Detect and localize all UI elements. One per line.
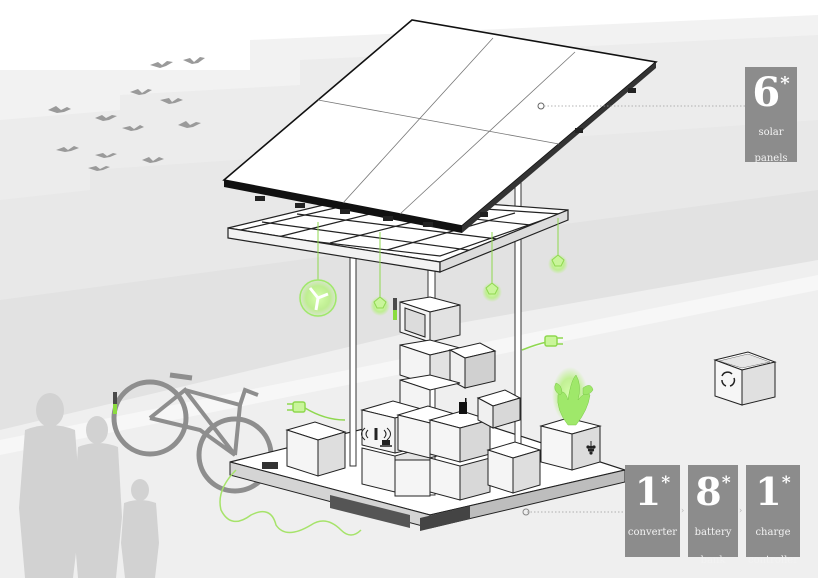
- light-bulb-icon: [548, 254, 568, 274]
- birds: [48, 57, 205, 171]
- bird-icon: [150, 61, 173, 68]
- counter-cubes: [285, 389, 542, 501]
- laptop-icon: [380, 440, 392, 447]
- recycle-icon: [721, 371, 736, 387]
- callout-label: converter: [627, 527, 678, 538]
- solar-roof: [222, 19, 658, 233]
- battery-level-icon: [113, 298, 397, 414]
- battery-bank-callout: 8* battery bank: [688, 465, 738, 566]
- fan-icon: [298, 278, 338, 318]
- callout-separator: ›: [739, 506, 743, 515]
- bird-icon: [183, 57, 205, 64]
- storage-cubes: [399, 296, 497, 421]
- solar-panel-divider: [399, 51, 576, 215]
- callout-label: charge: [755, 527, 791, 538]
- cup-icon: [459, 398, 467, 414]
- converter-callout: 1* converter: [625, 465, 680, 557]
- bird-icon: [56, 146, 79, 152]
- plug-icon: [521, 335, 563, 351]
- hanging-lights: [317, 218, 559, 300]
- bird-icon: [95, 153, 117, 158]
- bird-icon: [178, 121, 201, 128]
- light-bulb-icon: [370, 296, 390, 316]
- callout-label: controller: [748, 555, 798, 566]
- charge-controller-callout: 1* charge controller: [746, 465, 800, 566]
- bird-icon: [160, 98, 183, 104]
- leader-lines: [527, 105, 745, 513]
- solar-panel-divider: [317, 99, 560, 145]
- charging-cable: [219, 469, 362, 536]
- plant-icon: [552, 367, 594, 426]
- bird-icon: [122, 125, 144, 131]
- bird-icon: [95, 115, 117, 121]
- callout-label: bank: [700, 555, 726, 566]
- light-bulb-icon: [482, 282, 502, 302]
- bird-icon: [48, 106, 71, 113]
- bird-icon: [142, 157, 164, 163]
- callout-label: battery: [694, 527, 732, 538]
- leader-dot: [522, 508, 530, 516]
- callout-separator: ›: [681, 506, 685, 515]
- wifi-icon: [361, 427, 391, 441]
- callout-number: 8*: [695, 469, 731, 514]
- plug-icon: [287, 401, 346, 421]
- callout-label: panels: [754, 153, 788, 164]
- recycle-bin: [713, 351, 777, 406]
- bird-icon: [88, 166, 110, 171]
- solar-panels-callout: 6* solar panels: [745, 67, 797, 164]
- callout-number: 1*: [634, 469, 671, 514]
- planter: [539, 367, 602, 471]
- callout-label: solar: [758, 127, 784, 138]
- callout-number: 1*: [755, 469, 791, 514]
- people-silhouettes: [19, 393, 159, 578]
- solar-panel-divider: [342, 37, 494, 204]
- bird-icon: [130, 89, 152, 95]
- grapes-icon: [586, 441, 596, 455]
- callout-number: 6*: [752, 69, 790, 116]
